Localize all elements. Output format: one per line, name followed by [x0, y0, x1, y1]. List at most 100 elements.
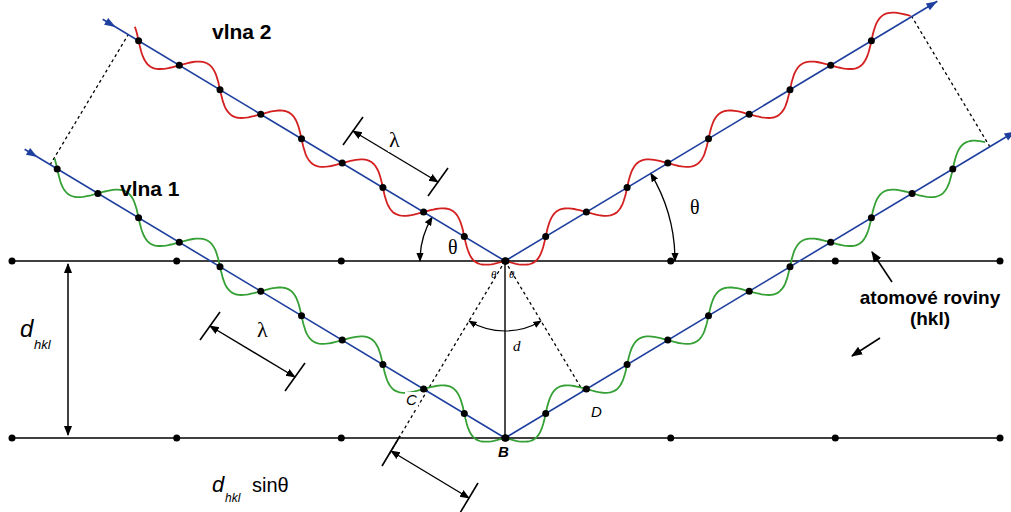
arrowhead: [26, 148, 38, 157]
dimension-arrow: [67, 264, 69, 435]
point-label: B: [497, 444, 510, 461]
atom-dot: [257, 111, 264, 118]
angle-label: θ: [690, 196, 700, 218]
atom-dot: [379, 361, 386, 368]
atom-dot: [502, 258, 509, 265]
spacing-subscript: hkl: [34, 338, 51, 352]
wave: [135, 27, 505, 265]
atom-dot: [420, 209, 427, 216]
plane-label: atomové roviny (hkl): [855, 288, 1005, 330]
atom-dot: [909, 190, 916, 197]
atom-dot: [339, 337, 346, 344]
arrowhead: [1004, 131, 1011, 140]
atom-dot: [868, 214, 875, 221]
dimension-tick: [343, 117, 363, 145]
atom-dot: [787, 263, 794, 270]
atom-dot: [173, 258, 180, 265]
ray-line: [505, 1, 937, 261]
atom-dot: [461, 410, 468, 417]
dimension-subscript: hkl: [225, 492, 240, 505]
atom-dot: [176, 239, 183, 246]
dimension-tick: [428, 168, 448, 196]
dimension-tick: [200, 312, 220, 340]
atom-dot: [542, 410, 549, 417]
atom-dot: [298, 135, 305, 142]
ray-line: [25, 149, 505, 438]
atom-dot: [176, 62, 183, 69]
spacing-label: d: [513, 338, 521, 355]
angle-label: θ: [447, 236, 459, 258]
atom-dot: [503, 258, 510, 265]
atom-dot: [583, 209, 590, 216]
leader-arrow: [872, 252, 892, 282]
atom-dot: [624, 184, 631, 191]
atom-dot: [257, 288, 264, 295]
atom-dot: [949, 165, 956, 172]
atom-dot: [832, 435, 839, 442]
atom-dot: [746, 111, 753, 118]
atom-dot: [542, 233, 549, 240]
atom-dot: [502, 258, 509, 265]
arrowhead: [104, 18, 116, 27]
atom-dot: [502, 435, 509, 442]
arrowhead: [926, 1, 938, 10]
atom-dot: [338, 258, 345, 265]
atom-dot: [9, 435, 16, 442]
leader-arrow: [852, 338, 880, 356]
atom-dot: [827, 62, 834, 69]
atom-dot: [705, 135, 712, 142]
atom-dot: [664, 160, 671, 167]
atom-dot: [832, 258, 839, 265]
wavelength-label: λ: [388, 128, 401, 152]
point-label: C: [405, 392, 418, 409]
atom-dot: [9, 258, 16, 265]
angle-arc: [469, 321, 505, 331]
atom-dot: [868, 37, 875, 44]
dimension-tick: [382, 436, 400, 466]
angle-arc: [505, 321, 541, 331]
atom-dot: [827, 239, 834, 246]
atom-dot: [461, 233, 468, 240]
atom-dot: [173, 435, 180, 442]
path-difference-line: [505, 261, 583, 391]
atom-dot: [217, 263, 224, 270]
wavefront: [912, 17, 990, 147]
dimension-tick: [285, 363, 305, 391]
atom-dot: [379, 184, 386, 191]
dimension-label: sinθ: [252, 474, 289, 496]
wave: [55, 159, 505, 442]
atom-dot: [135, 214, 142, 221]
dimension-tick: [460, 483, 478, 512]
wavefront: [50, 35, 128, 165]
atom-dot: [667, 435, 674, 442]
atom-dot: [502, 435, 509, 442]
spacing-label: d: [20, 316, 33, 342]
ray-line: [505, 131, 1011, 438]
angle-label: θ: [491, 268, 496, 280]
angle-arc: [651, 173, 675, 261]
wavelength-arrow: [210, 326, 295, 377]
atom-dot: [664, 337, 671, 344]
atom-dot: [997, 435, 1004, 442]
atom-dot: [746, 288, 753, 295]
atom-dot: [94, 190, 101, 197]
wavelength-label: λ: [256, 318, 269, 342]
wave: [505, 13, 911, 265]
atom-dot: [54, 165, 61, 172]
angle-label: θ: [509, 268, 514, 280]
atom-dot: [705, 312, 712, 319]
atom-dot: [298, 312, 305, 319]
atom-dot: [339, 160, 346, 167]
dimension-arrow: [391, 451, 469, 498]
atom-dot: [787, 86, 794, 93]
dimension-label: d: [212, 473, 224, 497]
atom-dot: [135, 37, 142, 44]
atom-dot: [338, 435, 345, 442]
atom-dot: [583, 386, 590, 393]
atom-dot: [503, 435, 510, 442]
ray-line: [103, 19, 505, 261]
wave-label: vlna 2: [212, 20, 272, 43]
spacing-line: [504, 261, 505, 438]
angle-arc: [420, 217, 432, 261]
